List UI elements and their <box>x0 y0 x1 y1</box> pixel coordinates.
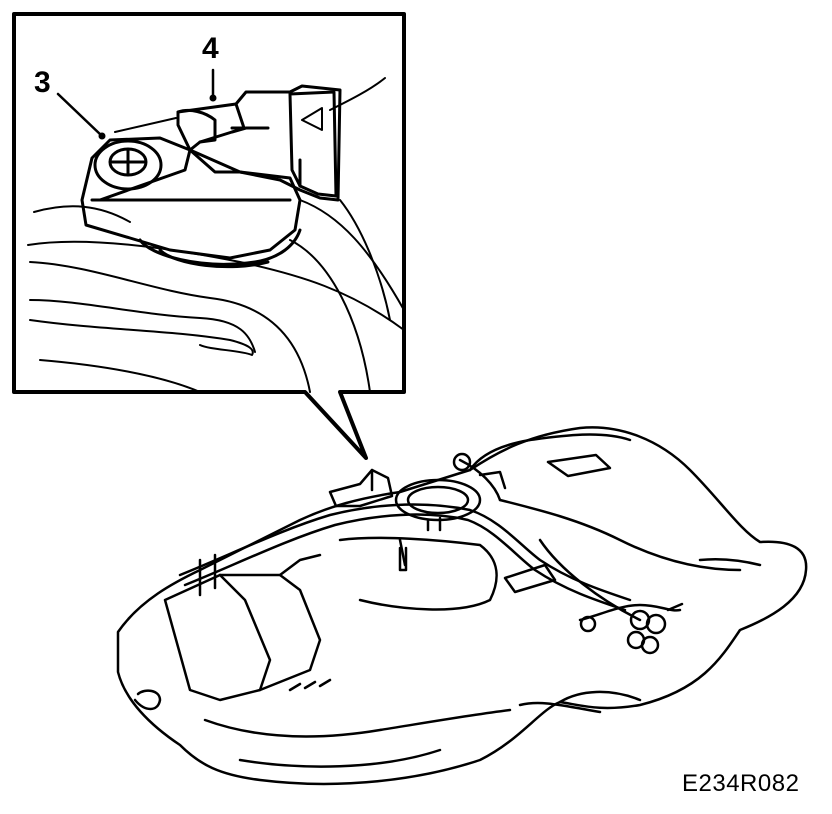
callout-label-3: 3 <box>34 66 51 99</box>
connector-housing <box>176 84 342 202</box>
pump-mount <box>328 452 507 567</box>
leader-3 <box>56 92 104 138</box>
inset-tank-surface <box>27 77 405 393</box>
callout-leaders <box>56 68 217 140</box>
inset-frame <box>12 12 406 460</box>
callout-label-4: 4 <box>202 32 219 65</box>
tank-outline <box>116 426 808 786</box>
fuel-pump-unit <box>80 136 302 269</box>
detail-inset <box>12 12 406 460</box>
fuel-tank <box>116 426 808 786</box>
electrical-connector <box>288 90 338 198</box>
main-connector <box>328 468 394 508</box>
fuel-lines <box>178 503 684 655</box>
figure-id-label: E234R082 <box>682 770 800 797</box>
pump-flange <box>80 136 302 260</box>
